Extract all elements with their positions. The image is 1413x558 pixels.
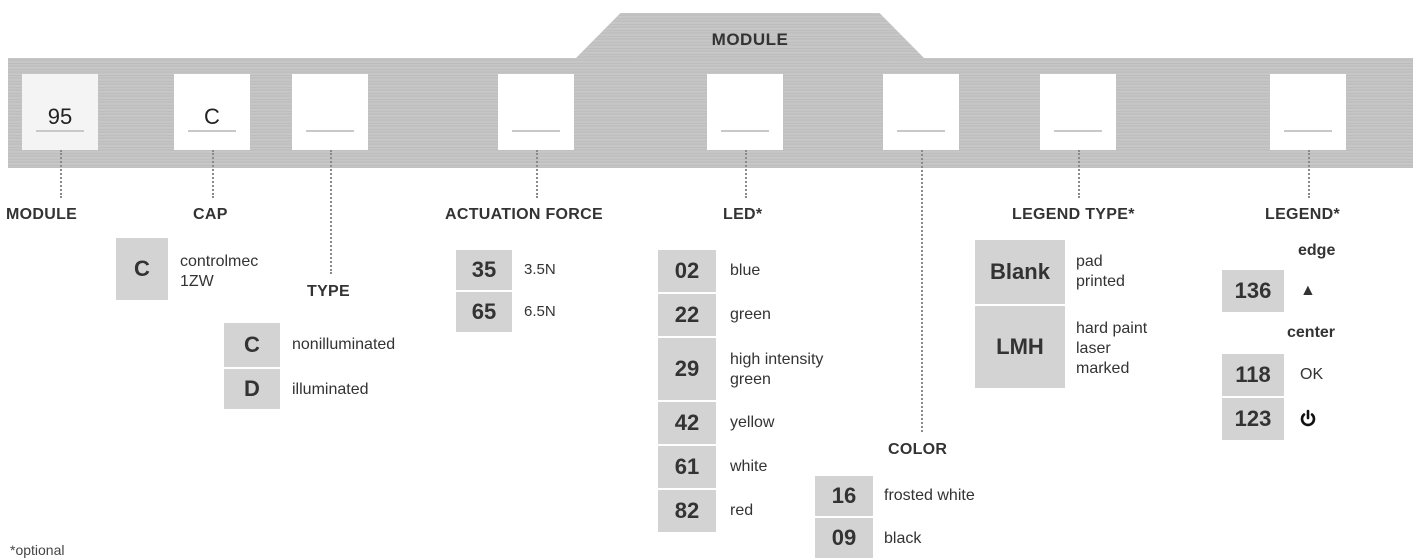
led-option-code[interactable]: 82 — [658, 490, 716, 532]
label-cap: CAP — [193, 206, 228, 223]
connector-legend-type — [1078, 150, 1080, 198]
type-option-desc: illuminated — [292, 381, 369, 398]
slot-underline — [36, 130, 84, 132]
triangle-up-icon: ▲ — [1300, 282, 1316, 299]
type-option-code[interactable]: D — [224, 369, 280, 409]
legend-option-desc: OK — [1300, 366, 1324, 383]
label-legend-type: LEGEND TYPE* — [1012, 206, 1135, 223]
slot-color[interactable] — [883, 74, 959, 150]
connector-actuation-force — [536, 150, 538, 198]
slot-legend[interactable] — [1270, 74, 1346, 150]
force-option-code[interactable]: 35 — [456, 250, 512, 290]
slot-underline — [897, 130, 945, 132]
color-option-desc: black — [884, 530, 922, 547]
led-option-desc: red — [730, 502, 754, 519]
module-header-title: MODULE — [711, 30, 789, 49]
connector-module — [60, 150, 62, 198]
power-icon — [1298, 409, 1318, 429]
led-option-code[interactable]: 42 — [658, 402, 716, 444]
legend-type-option-code[interactable]: Blank — [975, 240, 1065, 304]
label-legend: LEGEND* — [1265, 206, 1340, 223]
connector-cap — [212, 150, 214, 198]
cap-option-code[interactable]: C — [116, 238, 168, 300]
led-option-code[interactable]: 29 — [658, 338, 716, 400]
label-led: LED* — [723, 206, 763, 223]
slot-type[interactable] — [292, 74, 368, 150]
legend-edge-label: edge — [1298, 242, 1336, 259]
slot-actuation-force[interactable] — [498, 74, 574, 150]
slot-cap[interactable]: C — [174, 74, 250, 150]
force-option-desc: 6.5N — [524, 303, 556, 320]
color-option-code[interactable]: 09 — [815, 518, 873, 558]
label-actuation-force: ACTUATION FORCE — [445, 206, 603, 223]
slot-legend-type[interactable] — [1040, 74, 1116, 150]
slot-underline — [188, 130, 236, 132]
led-option-code[interactable]: 02 — [658, 250, 716, 292]
connector-led — [745, 150, 747, 198]
force-option-desc: 3.5N — [524, 261, 556, 278]
type-option-code[interactable]: C — [224, 323, 280, 367]
led-option-desc: white — [730, 458, 768, 475]
legend-option-code[interactable]: 123 — [1222, 398, 1284, 440]
legend-option-code[interactable]: 136 — [1222, 270, 1284, 312]
legend-type-option-code[interactable]: LMH — [975, 306, 1065, 388]
slot-module[interactable]: 95 — [22, 74, 98, 150]
led-option-desc: yellow — [730, 414, 775, 431]
slot-underline — [512, 130, 560, 132]
legend-center-label: center — [1287, 324, 1336, 341]
slot-underline — [306, 130, 354, 132]
connector-color — [921, 150, 923, 432]
slot-cap-value: C — [204, 104, 220, 129]
force-option-code[interactable]: 65 — [456, 292, 512, 332]
type-option-desc: nonilluminated — [292, 336, 396, 353]
led-option-code[interactable]: 22 — [658, 294, 716, 336]
connector-legend — [1308, 150, 1310, 198]
slot-underline — [1054, 130, 1102, 132]
label-type: TYPE — [307, 283, 350, 300]
legend-option-code[interactable]: 118 — [1222, 354, 1284, 396]
led-option-desc: green — [730, 306, 771, 323]
slot-underline — [1284, 130, 1332, 132]
led-option-desc: blue — [730, 262, 761, 279]
connector-type — [330, 150, 332, 274]
led-option-code[interactable]: 61 — [658, 446, 716, 488]
color-option-code[interactable]: 16 — [815, 476, 873, 516]
slot-underline — [721, 130, 769, 132]
module-header-tab — [575, 13, 925, 59]
slot-led[interactable] — [707, 74, 783, 150]
color-option-desc: frosted white — [884, 487, 975, 504]
footnote: *optional — [10, 542, 65, 558]
slot-module-value: 95 — [47, 104, 73, 129]
label-color: COLOR — [888, 441, 948, 458]
label-module: MODULE — [6, 206, 78, 223]
